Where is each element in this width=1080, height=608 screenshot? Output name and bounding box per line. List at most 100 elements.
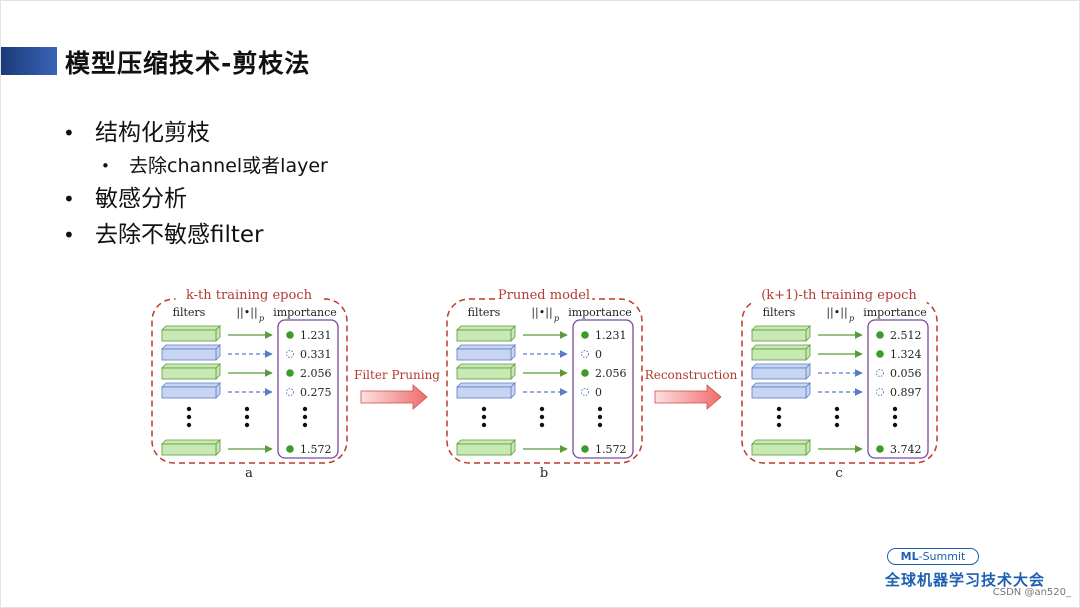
ellipsis-dot [186, 422, 192, 428]
ellipsis-dot [302, 414, 308, 420]
importance-dot-pruned [581, 388, 589, 396]
ellipsis-dot [834, 414, 840, 420]
panel-title: Pruned model [498, 288, 590, 303]
importance-dot-kept [581, 331, 589, 339]
header-norm: ||•|| [531, 306, 552, 320]
ellipsis-dot [302, 406, 308, 412]
filter-block-top [161, 382, 221, 388]
filter-block-top [751, 382, 811, 388]
importance-dot-kept [581, 445, 589, 453]
importance-dot-pruned [581, 350, 589, 358]
arrow-shape [360, 384, 428, 410]
ellipsis-dot [481, 422, 487, 428]
ellipsis-dot [834, 422, 840, 428]
ellipsis-dot [892, 406, 898, 412]
importance-dot-pruned [286, 350, 294, 358]
bullet-list: 结构化剪枝 去除channel或者layer 敏感分析 去除不敏感filter [63, 115, 328, 253]
ellipsis-dot [834, 406, 840, 412]
ellipsis-dot [776, 414, 782, 420]
panel-caption: c [835, 466, 842, 481]
ellipsis-dot [481, 414, 487, 420]
bullet-sensitivity-analysis: 敏感分析 [63, 181, 328, 217]
ellipsis-dot [244, 406, 250, 412]
filter-block-top [456, 363, 516, 369]
ellipsis-dot [539, 406, 545, 412]
importance-value: 2.512 [890, 329, 922, 342]
header-norm: ||•|| [236, 306, 257, 320]
filter-block [751, 329, 807, 342]
bullet-remove-insensitive-filter: 去除不敏感filter [63, 217, 328, 253]
panel-caption: b [540, 466, 548, 481]
ellipsis-dot [539, 414, 545, 420]
ellipsis-dot [776, 406, 782, 412]
filter-block-top [161, 439, 221, 445]
csdn-watermark: CSDN @an520_ [992, 587, 1071, 598]
filter-block [161, 329, 217, 342]
filter-block-top [161, 344, 221, 350]
ellipsis-dot [302, 422, 308, 428]
importance-value: 0.275 [300, 386, 332, 399]
importance-value: 1.231 [595, 329, 627, 342]
header-norm-subscript: p [554, 314, 559, 323]
ellipsis-dot [481, 406, 487, 412]
filter-block-top [456, 382, 516, 388]
importance-dot-kept [876, 331, 884, 339]
filter-block [456, 329, 512, 342]
filter-block [751, 386, 807, 399]
importance-value: 1.572 [595, 443, 627, 456]
panel-title: (k+1)-th training epoch [761, 288, 917, 303]
importance-box [867, 319, 929, 459]
header-importance: importance [568, 306, 632, 319]
ellipsis-dot [892, 414, 898, 420]
arrow-shape [654, 384, 722, 410]
panel-border [446, 298, 643, 464]
panel-title-bg [175, 287, 323, 303]
panel-b: Pruned model filters ||•||p importance 1.231… [446, 287, 643, 481]
importance-dot-pruned [286, 388, 294, 396]
importance-value: 1.231 [300, 329, 332, 342]
importance-value: 2.056 [595, 367, 627, 380]
importance-box [277, 319, 339, 459]
header-filters: filters [468, 306, 501, 319]
filter-block [456, 443, 512, 456]
filter-block [456, 386, 512, 399]
importance-dot-pruned [876, 388, 884, 396]
filter-block [161, 367, 217, 380]
arrow-label: Reconstruction [645, 368, 738, 382]
importance-dot-pruned [876, 369, 884, 377]
filter-block [751, 367, 807, 380]
importance-dot-kept [286, 369, 294, 377]
ellipsis-dot [597, 406, 603, 412]
title-accent-bar [1, 47, 57, 75]
panel-border [741, 298, 938, 464]
importance-dot-kept [286, 445, 294, 453]
filter-block [161, 348, 217, 361]
panel-title-bg [495, 287, 593, 303]
header-norm-subscript: p [849, 314, 854, 323]
ellipsis-dot [539, 422, 545, 428]
header-filters: filters [763, 306, 796, 319]
conference-name: 全球机器学习技术大会 [885, 571, 1046, 589]
ml-summit-badge: ML-Summit [887, 548, 979, 565]
importance-dot-kept [286, 331, 294, 339]
filter-block [751, 443, 807, 456]
filter-block-top [751, 439, 811, 445]
header-norm-subscript: p [259, 314, 264, 323]
filter-block-top [161, 325, 221, 331]
filter-pruning-arrow: Filter Pruning [354, 368, 440, 410]
ellipsis-dot [597, 414, 603, 420]
ellipsis-dot [597, 422, 603, 428]
slide-title: 模型压缩技术-剪枝法 [65, 49, 311, 78]
header-norm: ||•|| [826, 306, 847, 320]
filter-block-top [751, 344, 811, 350]
panel-caption: a [245, 466, 253, 481]
filter-block-top [751, 363, 811, 369]
importance-value: 0.056 [890, 367, 922, 380]
panel-border [151, 298, 348, 464]
importance-dot-kept [876, 445, 884, 453]
